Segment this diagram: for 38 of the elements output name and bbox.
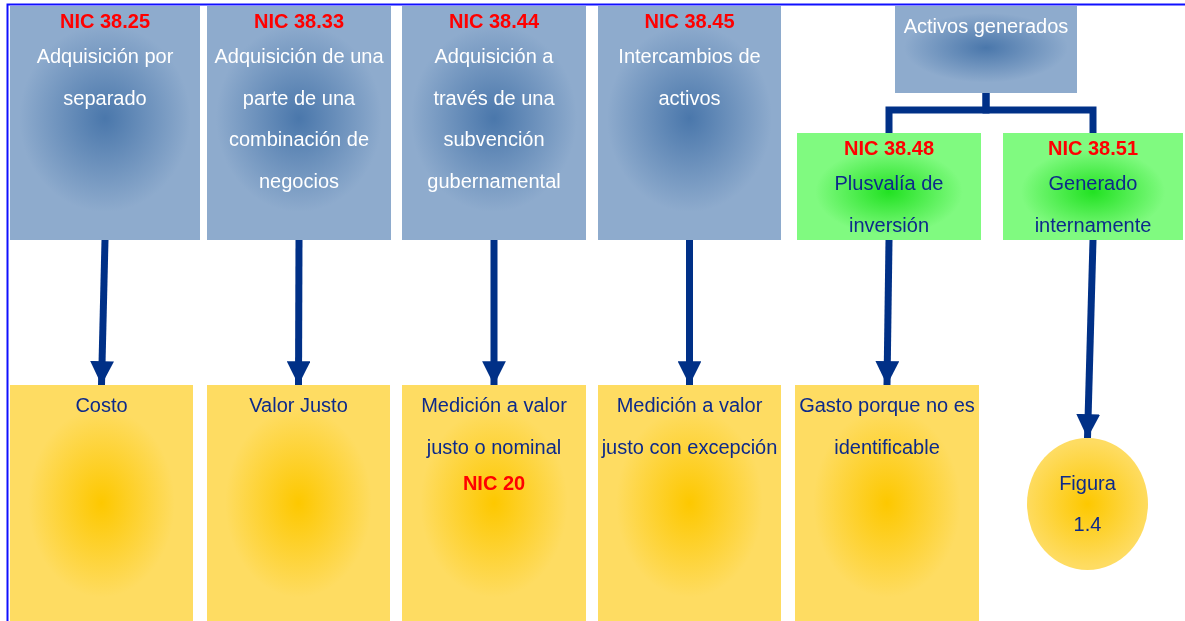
standard-reference: NIC 20 <box>462 471 526 496</box>
node-text: Valor Justo <box>249 393 348 418</box>
node-text: Activos generados <box>903 14 1069 39</box>
process-box <box>402 6 586 240</box>
standard-reference: NIC 38.25 <box>59 9 151 34</box>
arrow <box>286 240 311 385</box>
node-text: Adquisición por separado <box>35 44 175 111</box>
node-text: Medición a valor justo o nominal <box>420 393 568 460</box>
process-box <box>797 133 981 240</box>
arrow <box>482 240 506 385</box>
node-text: Adquisición a través de una subvención gubernamental <box>426 44 562 194</box>
node-text: Adquisición de una parte de una combinación de negocios <box>213 44 385 194</box>
standard-reference: NIC 38.44 <box>448 9 540 34</box>
standard-reference: NIC 38.33 <box>253 9 345 34</box>
node-text: Gasto porque no es identificable <box>798 393 976 460</box>
arrow <box>875 239 900 386</box>
process-box <box>207 385 390 621</box>
standard-reference: NIC 38.45 <box>644 9 735 34</box>
process-box <box>207 6 391 240</box>
node-text: Plusvalía de inversión <box>833 171 945 238</box>
process-box <box>598 385 781 621</box>
node-text: Intercambios de activos <box>617 44 762 111</box>
standard-reference: NIC 38.48 <box>843 136 935 161</box>
process-box <box>895 6 1077 93</box>
node-text: Costo <box>75 393 128 418</box>
arrow <box>90 239 114 386</box>
process-box <box>795 385 979 621</box>
standard-reference: NIC 38.51 <box>1047 136 1139 161</box>
process-box <box>10 385 193 621</box>
process-box <box>1003 133 1183 240</box>
node-text: Figura 1.4 <box>1058 470 1117 537</box>
process-box <box>598 6 781 240</box>
arrow <box>1076 239 1101 439</box>
process-box <box>10 6 200 240</box>
node-text: Medición a valor justo con excepción <box>601 393 778 460</box>
node-text: Generado internamente <box>1033 171 1153 238</box>
process-box <box>402 385 586 621</box>
arrow <box>677 240 702 385</box>
